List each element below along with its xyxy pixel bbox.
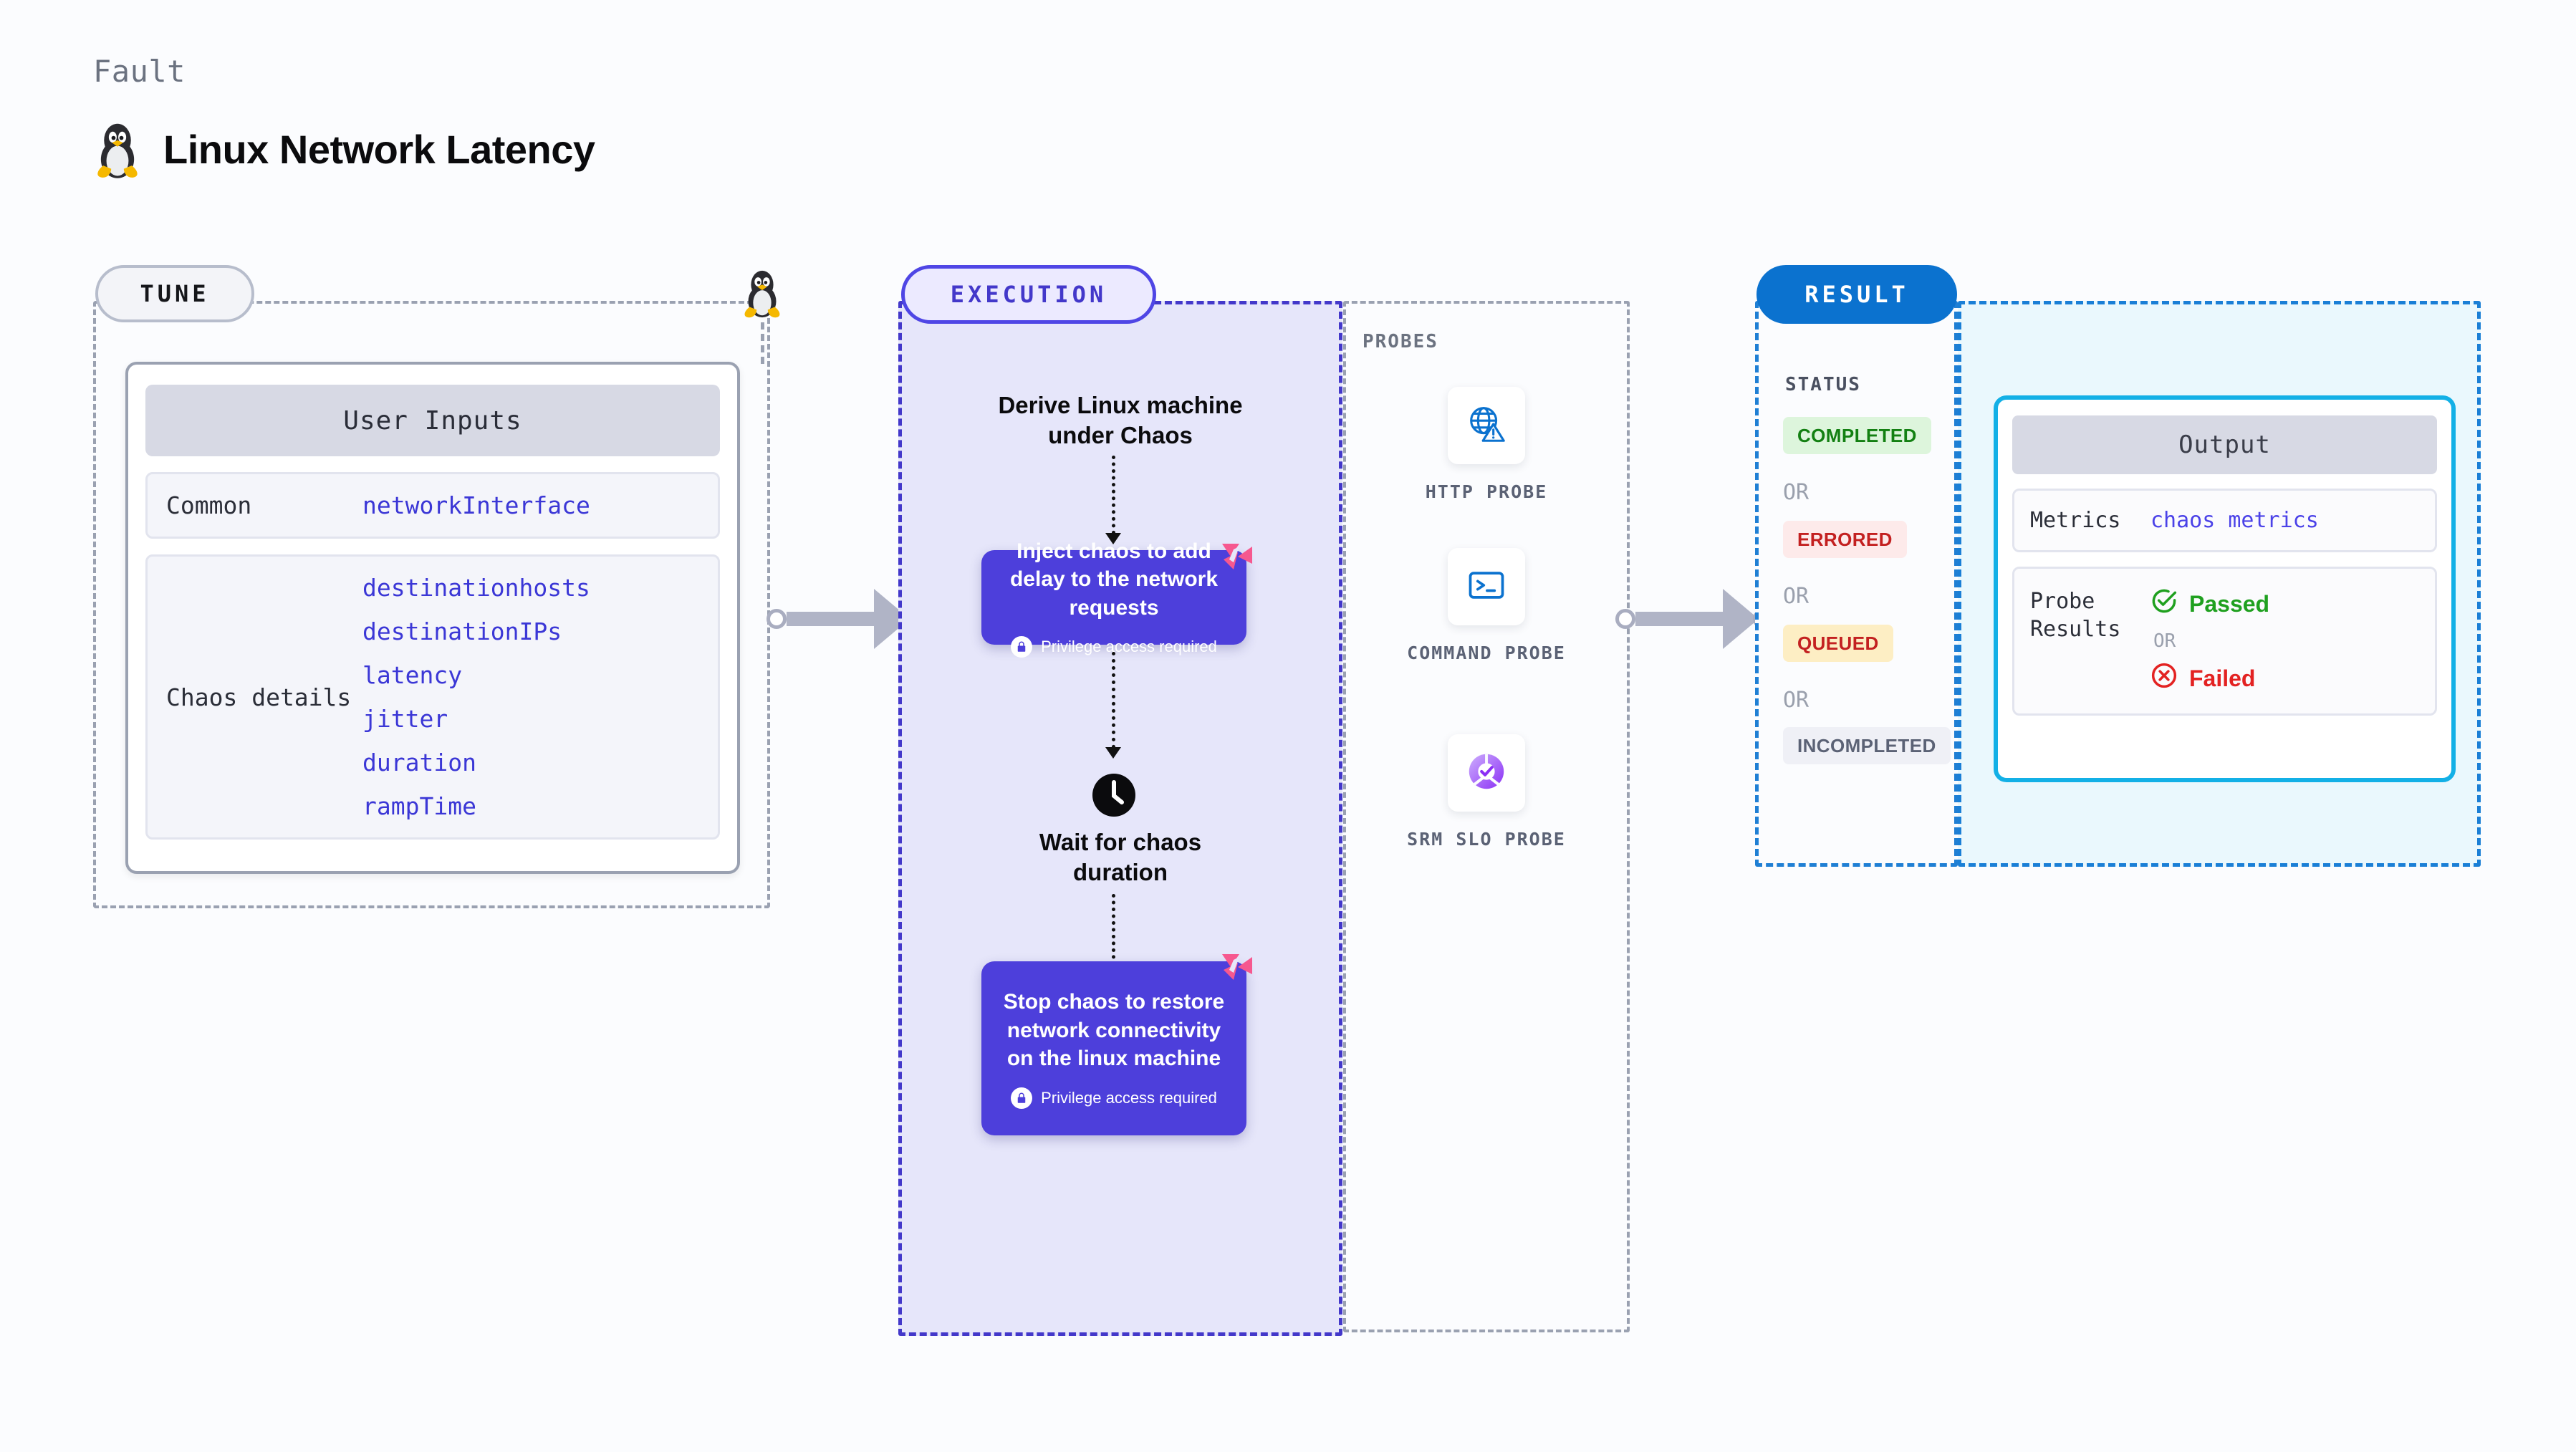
- status-section-label: STATUS: [1785, 374, 1861, 395]
- input-param: latency: [362, 661, 463, 689]
- globe-warning-icon: [1464, 402, 1509, 450]
- status-or-2: OR: [1783, 584, 1810, 609]
- probes-panel: [1343, 301, 1630, 1332]
- probe-tile: [1448, 387, 1525, 464]
- row-label: Common: [166, 491, 252, 519]
- connector-start-dot: [1615, 609, 1635, 629]
- row-values: networkInterface: [362, 491, 590, 519]
- step-text: Inject chaos to add delay to the network…: [1009, 539, 1219, 620]
- harness-chaos-badge-icon: [1218, 950, 1256, 989]
- clock-icon: [1091, 772, 1137, 818]
- flow-connector-3: [1112, 894, 1115, 966]
- lock-icon: [1011, 636, 1033, 658]
- result-pill-label: RESULT: [1756, 265, 1957, 324]
- output-title: Output: [2012, 415, 2437, 474]
- probe-tile: [1448, 734, 1525, 812]
- tune-branch-line: [761, 322, 764, 364]
- user-inputs-title: User Inputs: [145, 385, 720, 456]
- step-text: Stop chaos to restore network connectivi…: [1003, 990, 1225, 1071]
- input-param: networkInterface: [362, 491, 590, 519]
- output-metrics-value: chaos metrics: [2150, 508, 2319, 533]
- output-row-metrics: Metrics chaos metrics: [2012, 489, 2437, 552]
- privilege-note: Privilege access required: [1011, 1087, 1217, 1109]
- probe-label: HTTP PROBE: [1425, 481, 1548, 502]
- output-row-label: Metrics: [2030, 508, 2121, 533]
- execution-panel: [898, 301, 1342, 1336]
- probe-item-command[interactable]: COMMAND PROBE: [1372, 548, 1601, 665]
- flow-arrowhead-1: [1105, 533, 1121, 544]
- probe-label: SRM SLO PROBE: [1407, 829, 1566, 850]
- user-input-row-common: Common networkInterface: [145, 472, 720, 539]
- connector-execution-to-result: [1615, 589, 1773, 649]
- privilege-note: Privilege access required: [1011, 636, 1217, 658]
- status-badge-incompleted: INCOMPLETED: [1783, 727, 1951, 764]
- probe-result-or: OR: [2153, 630, 2176, 652]
- tux-penguin-icon: [92, 118, 143, 180]
- connector-arrowhead: [1723, 589, 1759, 649]
- connector-shaft: [787, 612, 874, 626]
- result-status-panel: [1755, 301, 1958, 867]
- input-param: destinationhosts: [362, 574, 590, 602]
- terminal-prompt-icon: [1465, 564, 1508, 610]
- passed-label: Passed: [2189, 590, 2270, 617]
- failed-label: Failed: [2189, 665, 2256, 691]
- input-param: rampTime: [362, 792, 476, 820]
- probe-result-failed: Failed: [2150, 662, 2269, 695]
- row-values: destinationhosts destinationIPs latency …: [362, 574, 590, 820]
- probe-tile: [1448, 548, 1525, 625]
- user-inputs-card: User Inputs Common networkInterface Chao…: [125, 362, 740, 874]
- probe-item-http[interactable]: HTTP PROBE: [1372, 387, 1601, 504]
- tune-pill-label: TUNE: [95, 265, 254, 322]
- flow-connector-1: [1112, 456, 1115, 534]
- execution-pill-label: EXECUTION: [901, 265, 1156, 324]
- status-badge-queued: QUEUED: [1783, 625, 1893, 662]
- status-or-3: OR: [1783, 688, 1810, 713]
- privilege-text: Privilege access required: [1041, 638, 1217, 656]
- slo-donut-check-icon: [1464, 749, 1509, 797]
- probe-item-srm-slo[interactable]: SRM SLO PROBE: [1372, 734, 1601, 852]
- input-param: duration: [362, 749, 476, 777]
- status-or-1: OR: [1783, 480, 1810, 505]
- page-kicker: Fault: [93, 54, 186, 89]
- privilege-text: Privilege access required: [1041, 1088, 1217, 1107]
- input-param: destinationIPs: [362, 617, 562, 645]
- row-label: Chaos details: [166, 683, 352, 711]
- step-card-inject-chaos[interactable]: Inject chaos to add delay to the network…: [981, 539, 1246, 658]
- connector-start-dot: [766, 609, 787, 629]
- probes-section-label: PROBES: [1363, 331, 1438, 352]
- user-input-row-chaos-details: Chaos details destinationhosts destinati…: [145, 554, 720, 840]
- harness-chaos-badge-icon: [1218, 539, 1256, 578]
- connector-shaft: [1635, 612, 1723, 626]
- tux-penguin-icon: [739, 266, 785, 321]
- status-badge-errored: ERRORED: [1783, 521, 1907, 558]
- flow-arrowhead-2: [1105, 747, 1121, 759]
- lock-icon: [1011, 1087, 1033, 1109]
- flow-connector-2: [1112, 652, 1115, 749]
- tune-panel: [93, 301, 770, 908]
- page-title-row: Linux Network Latency: [92, 118, 595, 180]
- probe-result-passed: Passed: [2150, 587, 2269, 620]
- probe-label: COMMAND PROBE: [1407, 643, 1566, 663]
- page-title: Linux Network Latency: [163, 126, 595, 172]
- input-param: jitter: [362, 705, 448, 733]
- probe-result-values: Passed OR Failed: [2150, 587, 2269, 695]
- check-circle-icon: [2150, 587, 2178, 620]
- x-circle-icon: [2150, 662, 2178, 695]
- status-badge-completed: COMPLETED: [1783, 417, 1931, 454]
- step-card-stop-chaos[interactable]: Stop chaos to restore network connectivi…: [981, 961, 1246, 1135]
